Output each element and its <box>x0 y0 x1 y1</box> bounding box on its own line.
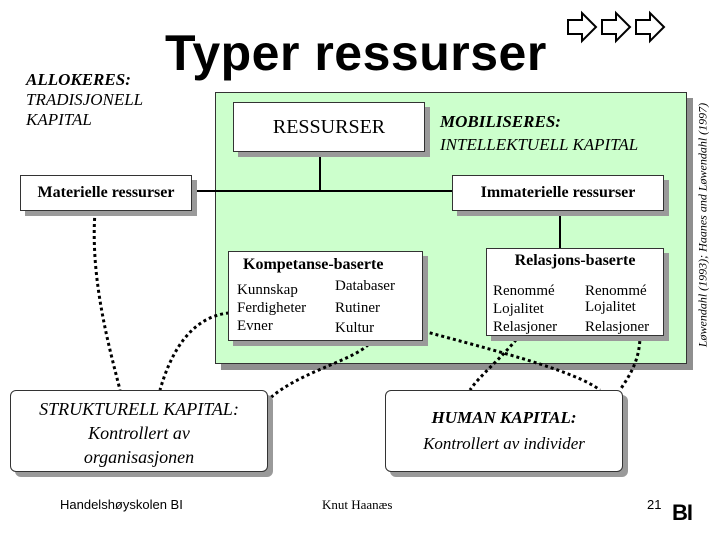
relasjons-row: Relasjoner <box>585 319 650 335</box>
human-heading: HUMAN KAPITAL: <box>431 408 577 427</box>
human-line1: Kontrollert av individer <box>423 434 585 453</box>
mobiliseres-label: MOBILISERES: INTELLEKTUELL KAPITAL <box>440 110 638 156</box>
kompetanse-row: Evner <box>237 318 273 334</box>
immaterielle-ressurser-box: Immaterielle ressurser <box>452 175 664 211</box>
materielle-ressurser-box: Materielle ressurser <box>20 175 192 211</box>
source-note: Løwendahl (1993); Haanes and Løwendahl (… <box>695 102 710 348</box>
relasjons-row: Renommé <box>585 283 647 299</box>
next-arrow-icon[interactable] <box>635 10 666 44</box>
relasjons-row: Lojalitet <box>585 299 636 315</box>
relasjons-heading: Relasjons-baserte <box>514 252 636 269</box>
kompetanse-row: Databaser <box>335 278 395 294</box>
kompetanse-row: Kultur <box>335 320 375 336</box>
forward-arrow-icon[interactable] <box>601 10 632 44</box>
allokeres-heading: ALLOKERES: <box>26 70 131 89</box>
mobiliseres-line1: INTELLEKTUELL KAPITAL <box>440 135 639 154</box>
kompetanse-heading: Kompetanse-baserte <box>243 256 384 273</box>
relasjons-row: Lojalitet <box>493 301 544 317</box>
strukturell-line2: organisasjonen <box>83 447 195 467</box>
allokeres-label: ALLOKERES: TRADISJONELL KAPITAL <box>26 70 143 130</box>
strukturell-heading: STRUKTURELL KAPITAL: <box>39 399 239 419</box>
relasjons-baserte-box: Relasjons-baserte Renommé Renommé Lojali… <box>486 248 664 336</box>
strukturell-kapital-box: STRUKTURELL KAPITAL: Kontrollert av orga… <box>10 390 268 472</box>
kompetanse-baserte-box: Kompetanse-baserte Kunnskap Databaser Fe… <box>228 251 423 341</box>
kompetanse-row: Ferdigheter <box>237 300 307 316</box>
page-number: 21 <box>647 497 662 512</box>
footer-author: Knut Haanæs <box>322 497 393 512</box>
allokeres-line2: KAPITAL <box>26 110 92 129</box>
human-kapital-box: HUMAN KAPITAL: Kontrollert av individer <box>385 390 623 472</box>
nav-arrows <box>562 10 672 44</box>
bi-logo: BI <box>672 500 693 525</box>
relasjons-row: Renommé <box>493 283 555 299</box>
back-arrow-icon[interactable] <box>567 10 598 44</box>
page-title: Typer ressurser <box>165 25 547 81</box>
allokeres-line1: TRADISJONELL <box>26 90 144 109</box>
kompetanse-row: Rutiner <box>335 300 380 316</box>
kompetanse-row: Kunnskap <box>237 282 298 298</box>
strukturell-line1: Kontrollert av <box>88 423 190 443</box>
mobiliseres-heading: MOBILISERES: <box>440 112 561 131</box>
ressurser-box: RESSURSER <box>233 102 425 152</box>
footer-institution: Handelshøyskolen BI <box>60 497 183 512</box>
relasjons-row: Relasjoner <box>493 319 558 335</box>
